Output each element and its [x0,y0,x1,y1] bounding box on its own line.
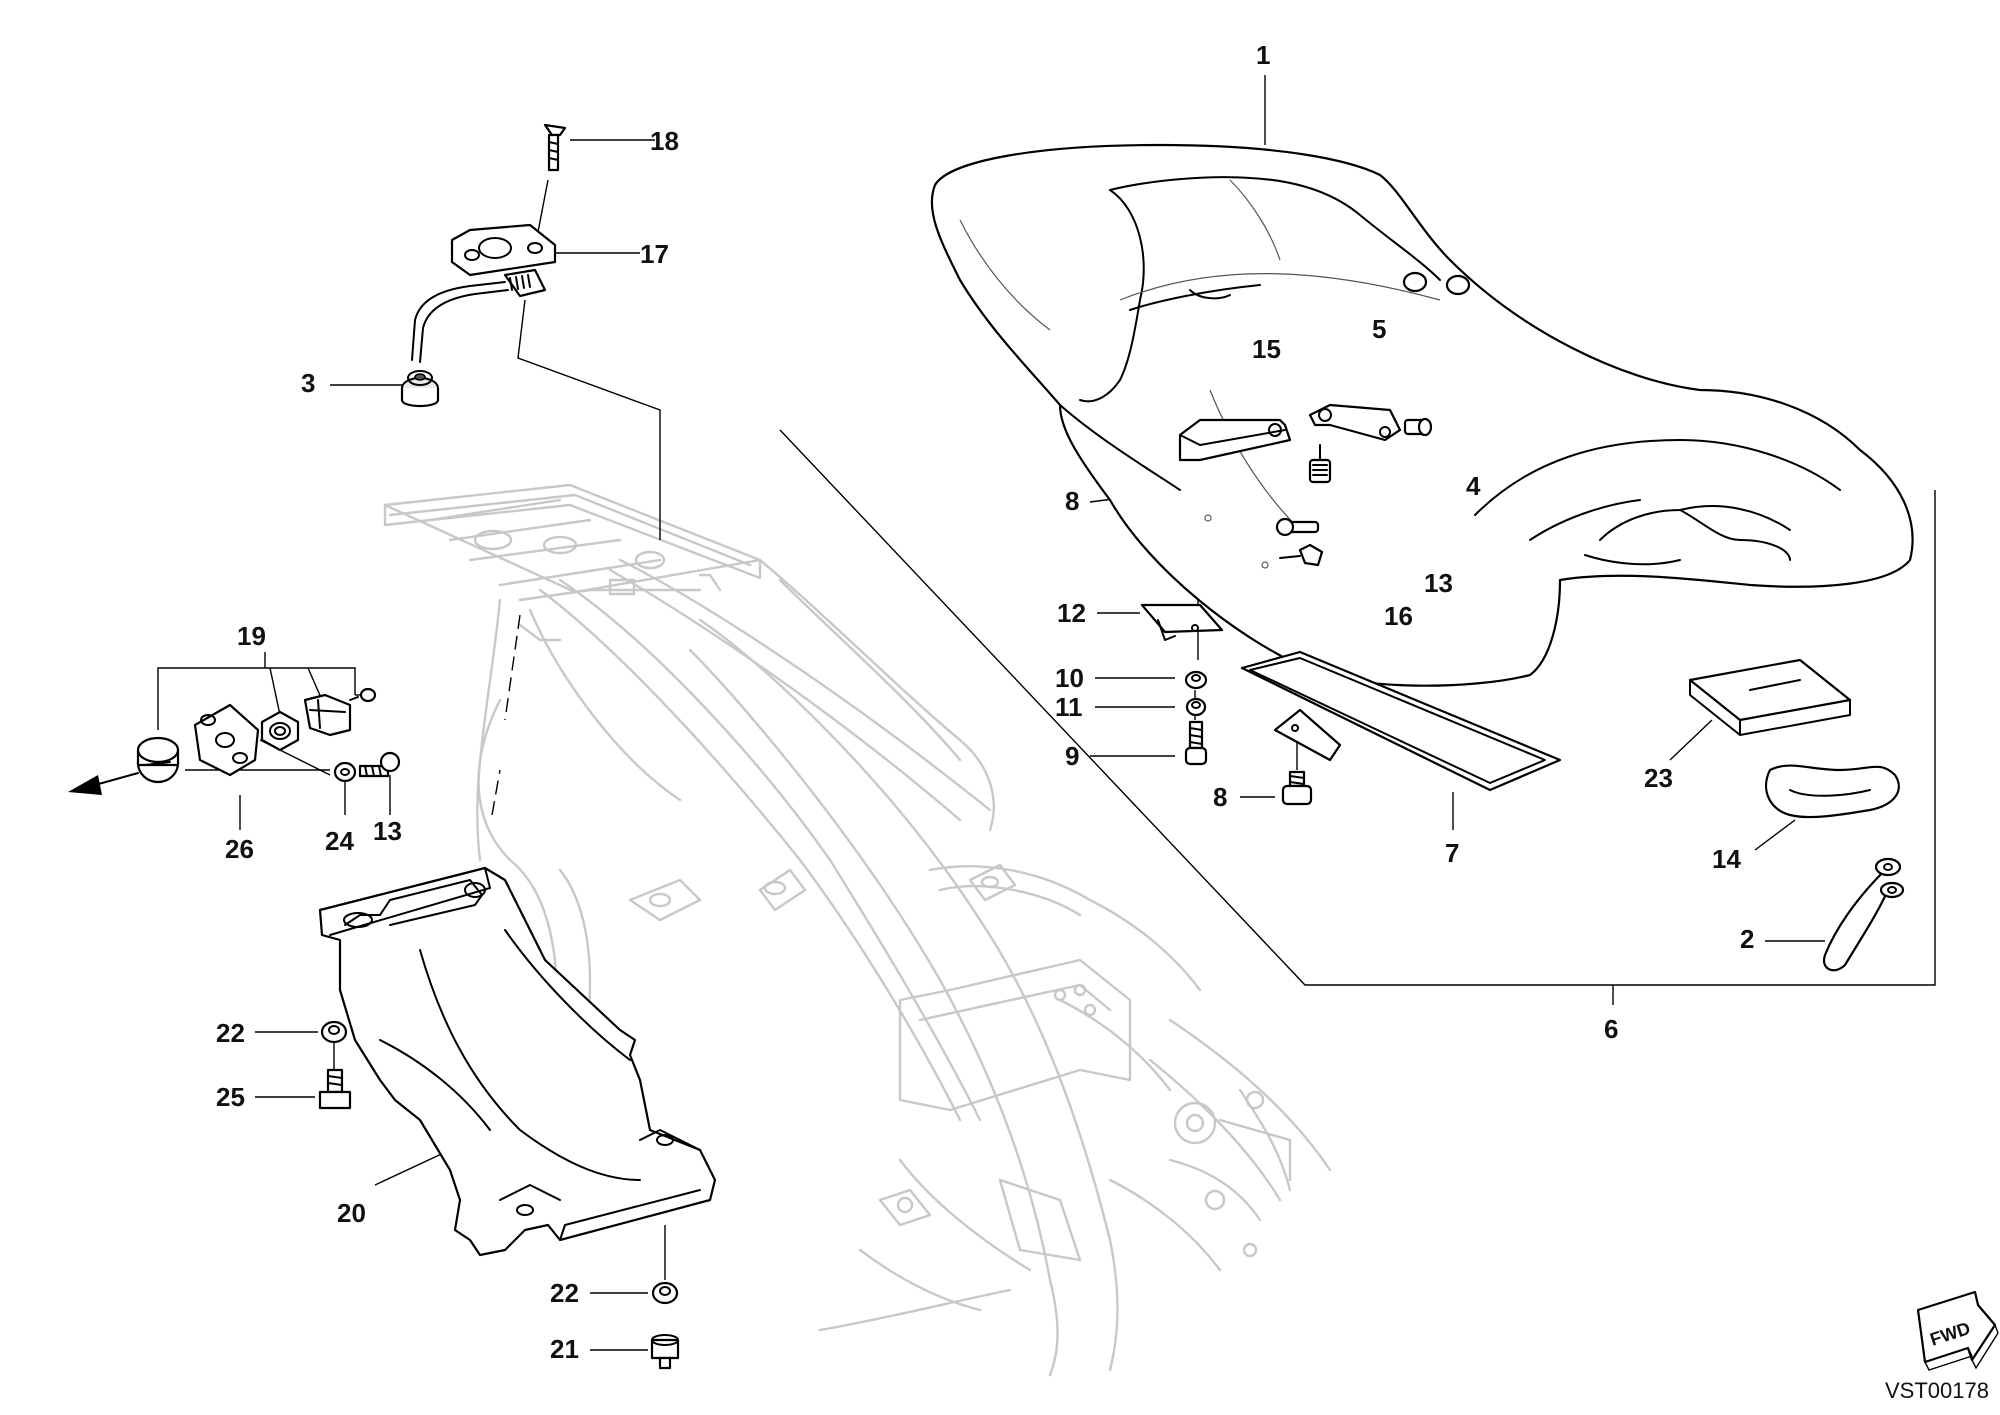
part-12-plate [1140,603,1224,641]
part-8-screw-upper [1308,444,1332,484]
rear-subframe [383,483,1332,1377]
callout-8-upper: 8 [1065,486,1079,516]
part-13-screw-lock [358,751,401,778]
callout-25: 25 [216,1082,245,1112]
part-23-manual [1688,658,1852,736]
callout-8-lower: 8 [1213,782,1227,812]
part-5-bracket [1308,403,1402,442]
callout-16: 16 [1384,601,1413,631]
part-4-spacer [1403,417,1433,437]
callout-18: 18 [650,126,679,156]
callout-13-seat: 13 [1424,568,1453,598]
part-8-screw-lower [1281,770,1313,806]
part-9-bolt [1184,720,1208,766]
part-22-grommet-upper [320,1020,348,1044]
lock-clip [303,693,352,737]
callout-4: 4 [1466,471,1481,501]
callout-5: 5 [1372,314,1386,344]
callout-7: 7 [1445,838,1459,868]
part-14-pad [1765,764,1900,819]
callout-19: 19 [237,621,266,651]
part-11-washer [1185,697,1207,717]
part-21-nut [650,1334,680,1370]
forward-arrow-icon [68,772,139,795]
part-10-washer [1184,670,1208,690]
part-25-bolt [318,1068,352,1110]
callout-6: 6 [1604,1014,1618,1044]
callout-9: 9 [1065,741,1079,771]
part-22-grommet-lower [651,1281,679,1305]
callout-labels: 1 2 3 4 5 6 7 8 8 9 10 11 12 13 13 14 15… [216,40,1754,1364]
callout-24: 24 [325,826,354,856]
part-24-washer [333,761,357,783]
part-3-grommet [400,370,440,408]
part-2-cable [1822,857,1905,972]
drawing-code: VST00178 [1885,1378,1989,1403]
seat [930,143,1914,687]
callout-11: 11 [1055,692,1083,722]
callout-2: 2 [1740,924,1754,954]
callout-21: 21 [550,1334,579,1364]
part-15-bracket [1178,418,1292,462]
callout-1: 1 [1256,40,1270,70]
callout-14: 14 [1712,844,1741,874]
callout-22-lower: 22 [550,1278,579,1308]
part-16-fastener [1279,543,1324,567]
fwd-badge: FWD [1916,1290,1999,1371]
part-18-screw [543,123,567,172]
lock-nut [260,710,300,752]
callout-15: 15 [1252,334,1281,364]
part-20-undertray [318,866,717,1257]
lock-screw [349,687,377,703]
callout-23: 23 [1644,763,1673,793]
callout-10: 10 [1055,663,1084,693]
callout-13-lock: 13 [373,816,402,846]
part-13-screw-seat [1275,517,1320,537]
callout-26: 26 [225,834,254,864]
part-17-seat-latch [411,223,557,363]
callout-12: 12 [1057,598,1086,628]
callout-20: 20 [337,1198,366,1228]
callout-3: 3 [301,368,315,398]
part-7-tray [1240,650,1562,792]
part-26-cam-plate [193,703,260,777]
lock-cylinder [136,736,180,784]
callout-17: 17 [640,239,669,269]
part-19-lock-assembly [136,687,377,784]
callout-22-upper: 22 [216,1018,245,1048]
